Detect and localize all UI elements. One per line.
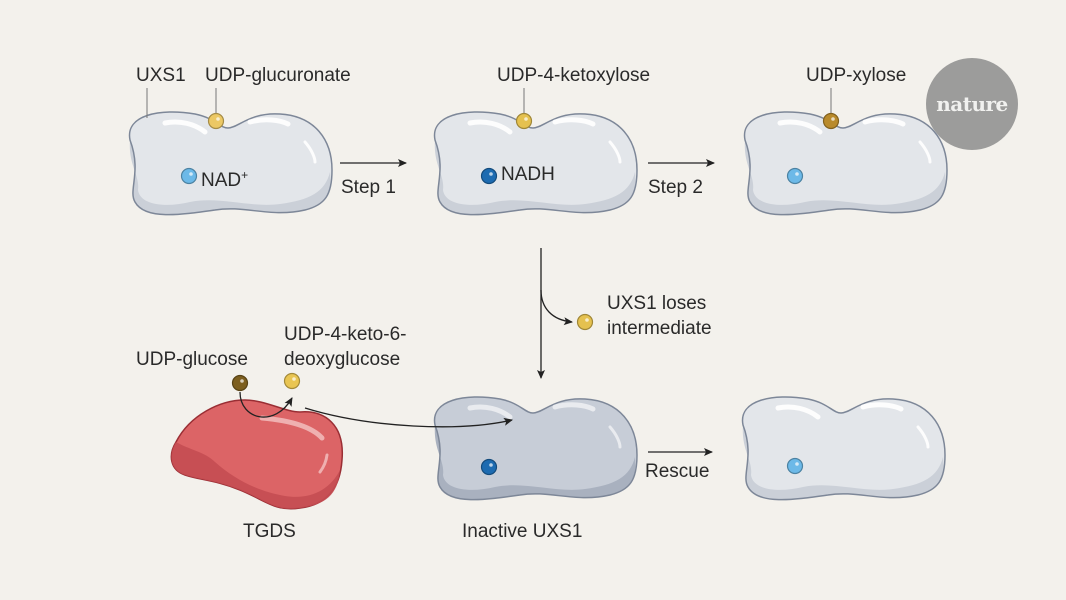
nadh-molecule-inactive (480, 458, 498, 476)
step2-label: Step 2 (648, 177, 703, 198)
udp-glucuronate-label: UDP-glucuronate (205, 65, 351, 86)
nature-logo: nature (926, 58, 1018, 150)
step1-label: Step 1 (341, 177, 396, 198)
udp-xylose-molecule (822, 112, 840, 130)
molecule-highlight (795, 462, 799, 466)
nad-plus-molecule (180, 167, 198, 185)
tgds-enzyme (170, 399, 343, 510)
udp-xylose-label: UDP-xylose (806, 65, 907, 86)
udp-glucose-label: UDP-glucose (136, 349, 248, 370)
intermediate-loss-label-line1: UXS1 loses (607, 293, 707, 314)
molecule-highlight (292, 377, 296, 381)
molecule-highlight (489, 463, 493, 467)
udp-4-keto-6-deoxyglucose-label-line1: UDP-4-keto-6- (284, 324, 407, 345)
intermediate-loss-label-line2: intermediate (607, 318, 712, 339)
intermediate-loss-arrow (540, 289, 573, 326)
udp-glucose-molecule (231, 374, 249, 392)
molecule-highlight (189, 172, 193, 176)
udp-4-ketoxylose-label: UDP-4-ketoxylose (497, 65, 651, 86)
uxs1-inactive-enzyme (433, 396, 638, 501)
nad-plus-label: NAD+ (201, 163, 248, 193)
inactive-uxs1-label: Inactive UXS1 (462, 521, 583, 542)
molecule-highlight (831, 117, 835, 121)
nad-label-text: NAD (201, 170, 242, 191)
molecule-highlight (240, 379, 244, 383)
molecule-highlight (795, 172, 799, 176)
molecule-highlight (216, 117, 220, 121)
molecule-highlight (585, 318, 589, 322)
tgds-conversion-arrow (239, 391, 293, 418)
udp-4-keto-6-deoxyglucose-molecule (283, 372, 301, 390)
udp-glucuronate-molecule (207, 112, 225, 130)
lost-intermediate-molecule (576, 313, 594, 331)
uxs1-rescued-enzyme (741, 396, 946, 501)
tgds-label: TGDS (243, 521, 296, 542)
nad-plus-molecule-rescued (786, 457, 804, 475)
uxs1-label: UXS1 (136, 65, 186, 86)
nad-charge: + (241, 168, 249, 182)
molecule-highlight (489, 172, 493, 176)
uxs1-enzyme-state2 (433, 111, 638, 216)
uxs1-enzyme-state3 (743, 111, 948, 216)
rescue-label: Rescue (645, 461, 710, 482)
udp-4-ketoxylose-molecule (515, 112, 533, 130)
nadh-molecule (480, 167, 498, 185)
nadh-label: NADH (501, 164, 555, 185)
udp-4-keto-6-deoxyglucose-label-line2: deoxyglucose (284, 349, 401, 370)
inhibition-arrow (304, 407, 513, 428)
nad-plus-molecule-state3 (786, 167, 804, 185)
molecule-highlight (524, 117, 528, 121)
uxs1-enzyme-state1 (128, 111, 333, 216)
